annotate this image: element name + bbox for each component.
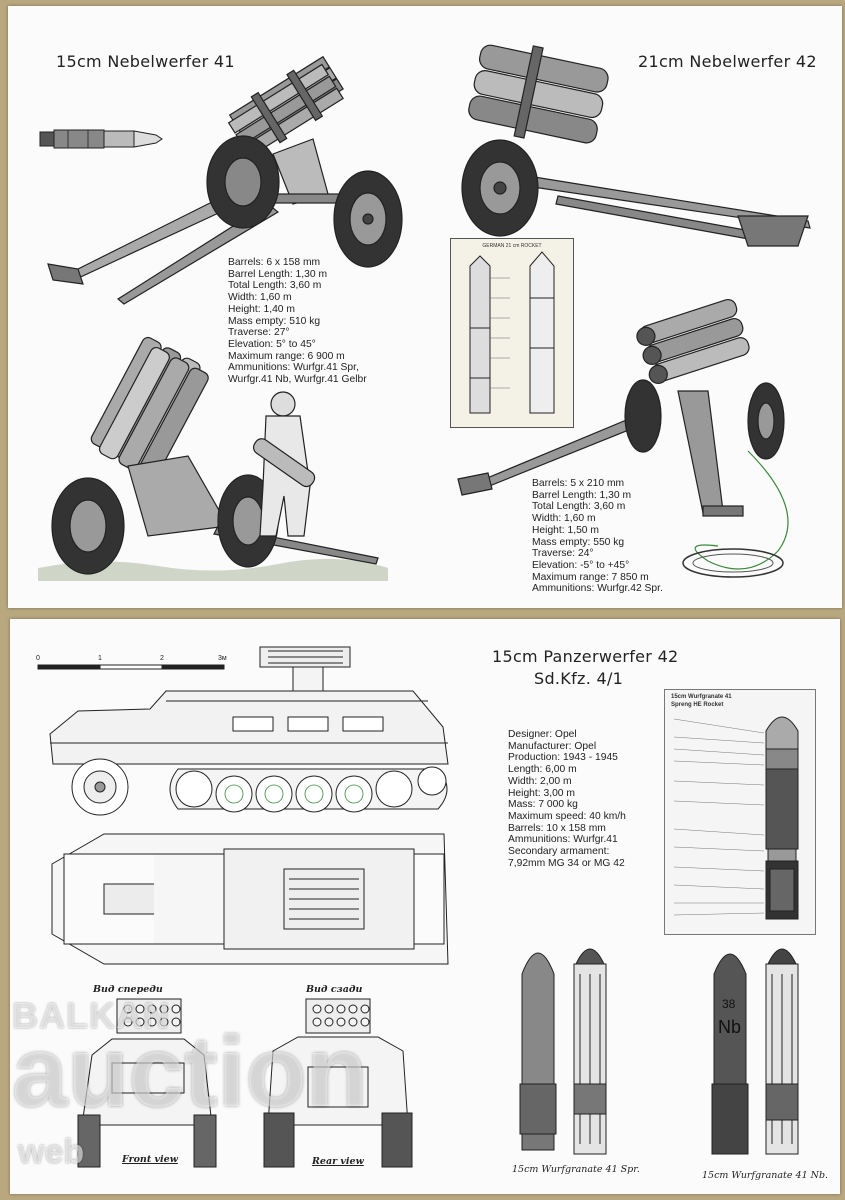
diagram-subtitle: Spreng HE Rocket (671, 702, 724, 708)
scale-label: 3м (218, 655, 227, 662)
pw42-subtitle: Sd.Kfz. 4/1 (534, 669, 624, 688)
spec-line: Mass empty: 550 kg (532, 536, 625, 548)
nebelwerfer41-illustration (47, 55, 403, 305)
spec-line: Length: 6,00 m (508, 764, 577, 776)
nw41-title: 15cm Nebelwerfer 41 (56, 52, 235, 71)
halftrack-top-view (51, 833, 449, 965)
nebelwerfer42-illustration (461, 44, 811, 247)
diagram-title: 15cm Wurfgranate 41 (671, 694, 732, 700)
scale-bar (37, 664, 225, 670)
pw42-title: 15cm Panzerwerfer 42 (492, 647, 679, 666)
spec-line: Barrels: 6 x 158 mm (228, 257, 321, 268)
rocket-projectile-illustration (39, 129, 163, 149)
spec-line: Maximum range: 7 850 m (532, 571, 649, 583)
spec-line: Barrel Length: 1,30 m (228, 268, 328, 280)
shell-marking-number: 38 (722, 997, 736, 1011)
spec-line: Barrels: 10 x 158 mm (508, 822, 606, 834)
spec-line: Ammunitions: Wurfgr.41 (508, 834, 618, 846)
rear-view-label: Rear view (312, 1156, 364, 1167)
spec-line: Barrels: 5 x 210 mm (532, 478, 625, 489)
nebelwerfer-card: 15cm Nebelwerfer 41 21cm Nebelwerfer 42 (8, 6, 842, 608)
shells-illustration (519, 948, 799, 1155)
scale-label: 1 (98, 655, 102, 662)
spec-line: Maximum speed: 40 km/h (508, 810, 626, 822)
nw42-title: 21cm Nebelwerfer 42 (638, 52, 817, 71)
spec-line: Width: 1,60 m (532, 513, 596, 525)
halftrack-side-view (49, 646, 449, 816)
spec-line: Barrel Length: 1,30 m (532, 489, 632, 501)
spec-line: Width: 1,60 m (228, 292, 292, 304)
svg-text:GERMAN 21 cm ROCKET: GERMAN 21 cm ROCKET (482, 243, 541, 249)
spec-line: Height: 1,40 m (228, 303, 295, 315)
halftrack-rear-view (263, 998, 413, 1168)
scale-label: 0 (36, 655, 40, 662)
spec-line: Designer: Opel (508, 729, 577, 740)
spec-line: 7,92mm MG 34 or MG 42 (508, 857, 625, 869)
front-view-label-ru: Вид спереди (93, 984, 163, 995)
spec-line: Elevation: 5° to 45° (228, 338, 316, 350)
front-view-label: Front view (122, 1154, 178, 1165)
spec-line: Height: 3,00 m (508, 787, 575, 799)
spec-line: Ammunitions: Wurfgr.41 Spr, (228, 362, 359, 374)
halftrack-front-view (77, 998, 217, 1168)
nebelwerfer42-firing-illustration (457, 298, 789, 578)
wurfgranate-cutaway (673, 716, 799, 920)
spec-line: Total Length: 3,60 m (228, 280, 322, 292)
spec-line: Total Length: 3,60 m (532, 501, 626, 513)
shell-caption-spr: 15cm Wurfgranate 41 Spr. (512, 1164, 640, 1175)
nw42-specs: Barrels: 5 x 210 mm Barrel Length: 1,30 … (532, 478, 663, 595)
spec-line: Mass empty: 510 kg (228, 315, 321, 327)
scale-label: 2 (160, 655, 164, 662)
spec-line: Secondary armament: (508, 846, 610, 858)
nebelwerfer41-crew-illustration (38, 336, 388, 581)
spec-line: Production: 1943 - 1945 (508, 752, 618, 764)
spec-line: Ammunitions: Wurfgr.42 Spr. (532, 583, 663, 595)
spec-line: Mass: 7 000 kg (508, 799, 578, 811)
panzerwerfer-card: 15cm Panzerwerfer 42 Sd.Kfz. 4/1 0 1 2 3… (10, 619, 840, 1194)
spec-line: Width: 2,00 m (508, 775, 572, 787)
spec-line: Elevation: -5° to +45° (532, 559, 630, 571)
pw42-specs: Designer: Opel Manufacturer: Opel Produc… (508, 729, 626, 869)
nw42-ammunition-diagram: GERMAN 21 cm ROCKET (450, 238, 574, 428)
spec-line: Traverse: 27° (228, 327, 290, 339)
spec-line: Height: 1,50 m (532, 524, 599, 536)
spec-line: Traverse: 24° (532, 548, 594, 560)
spec-line: Wurfgr.41 Nb, Wurfgr.41 Gelbr (228, 374, 367, 386)
rear-view-label-ru: Вид сзади (306, 984, 363, 995)
shell-marking-letters: Nb (718, 1017, 742, 1037)
shell-caption-nb: 15cm Wurfgranate 41 Nb. (702, 1170, 829, 1181)
spec-line: Maximum range: 6 900 m (228, 350, 345, 362)
nw41-specs: Barrels: 6 x 158 mm Barrel Length: 1,30 … (228, 257, 367, 386)
spec-line: Manufacturer: Opel (508, 740, 597, 752)
